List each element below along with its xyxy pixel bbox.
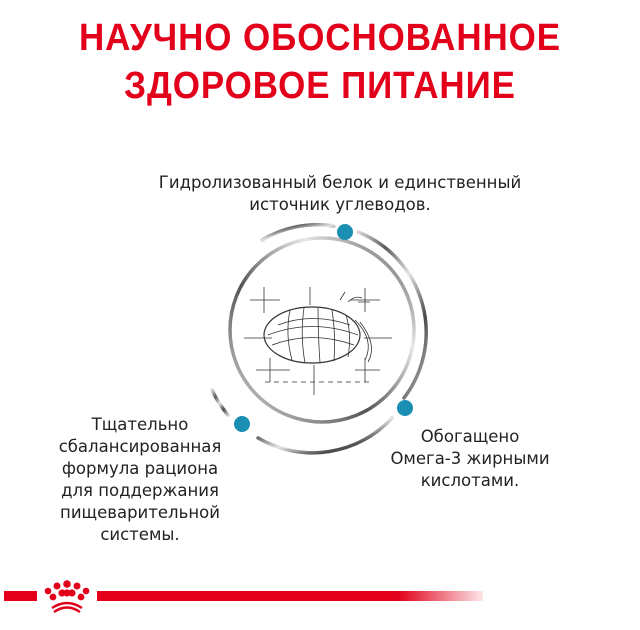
outer-ring xyxy=(210,222,428,455)
feature-text-line: Гидролизованный белок и единственный xyxy=(158,173,522,192)
feature-text-line: формула рациона xyxy=(61,459,219,478)
feature-text-line: Омега-3 жирными xyxy=(390,449,550,468)
feature-text-line: источник углеводов. xyxy=(249,195,431,214)
feature-dot-left xyxy=(234,416,250,432)
footer-red-bar-right xyxy=(97,591,483,601)
footer-red-bar-left xyxy=(4,591,37,601)
title-line-1: НАУЧНО ОБОСНОВАННОЕ xyxy=(78,17,562,59)
feature-text-line: системы. xyxy=(100,525,180,544)
feature-omega3: Обогащено Омега-3 жирными кислотами. xyxy=(380,426,560,492)
inner-ring xyxy=(228,236,416,424)
feature-hydrolyzed-protein: Гидролизованный белок и единственный ист… xyxy=(140,172,540,216)
feature-dot-right xyxy=(397,400,413,416)
royal-canin-crown-icon xyxy=(44,580,90,614)
feature-text-line: кислотами. xyxy=(420,471,520,490)
feature-dot-top xyxy=(337,224,353,240)
kibble-sketch-icon xyxy=(244,287,392,395)
feature-text-line: сбалансированная xyxy=(58,437,222,456)
feature-text-line: для поддержания xyxy=(61,481,219,500)
feature-text-line: Обогащено xyxy=(420,427,520,446)
page-title: НАУЧНО ОБОСНОВАННОЕ ЗДОРОВОЕ ПИТАНИЕ xyxy=(0,14,640,110)
feature-text-line: пищеварительной xyxy=(60,503,220,522)
feature-text-line: Тщательно xyxy=(91,415,189,434)
title-line-2: ЗДОРОВОЕ ПИТАНИЕ xyxy=(124,65,516,107)
feature-balanced-formula: Тщательно сбалансированная формула рацио… xyxy=(40,414,240,546)
